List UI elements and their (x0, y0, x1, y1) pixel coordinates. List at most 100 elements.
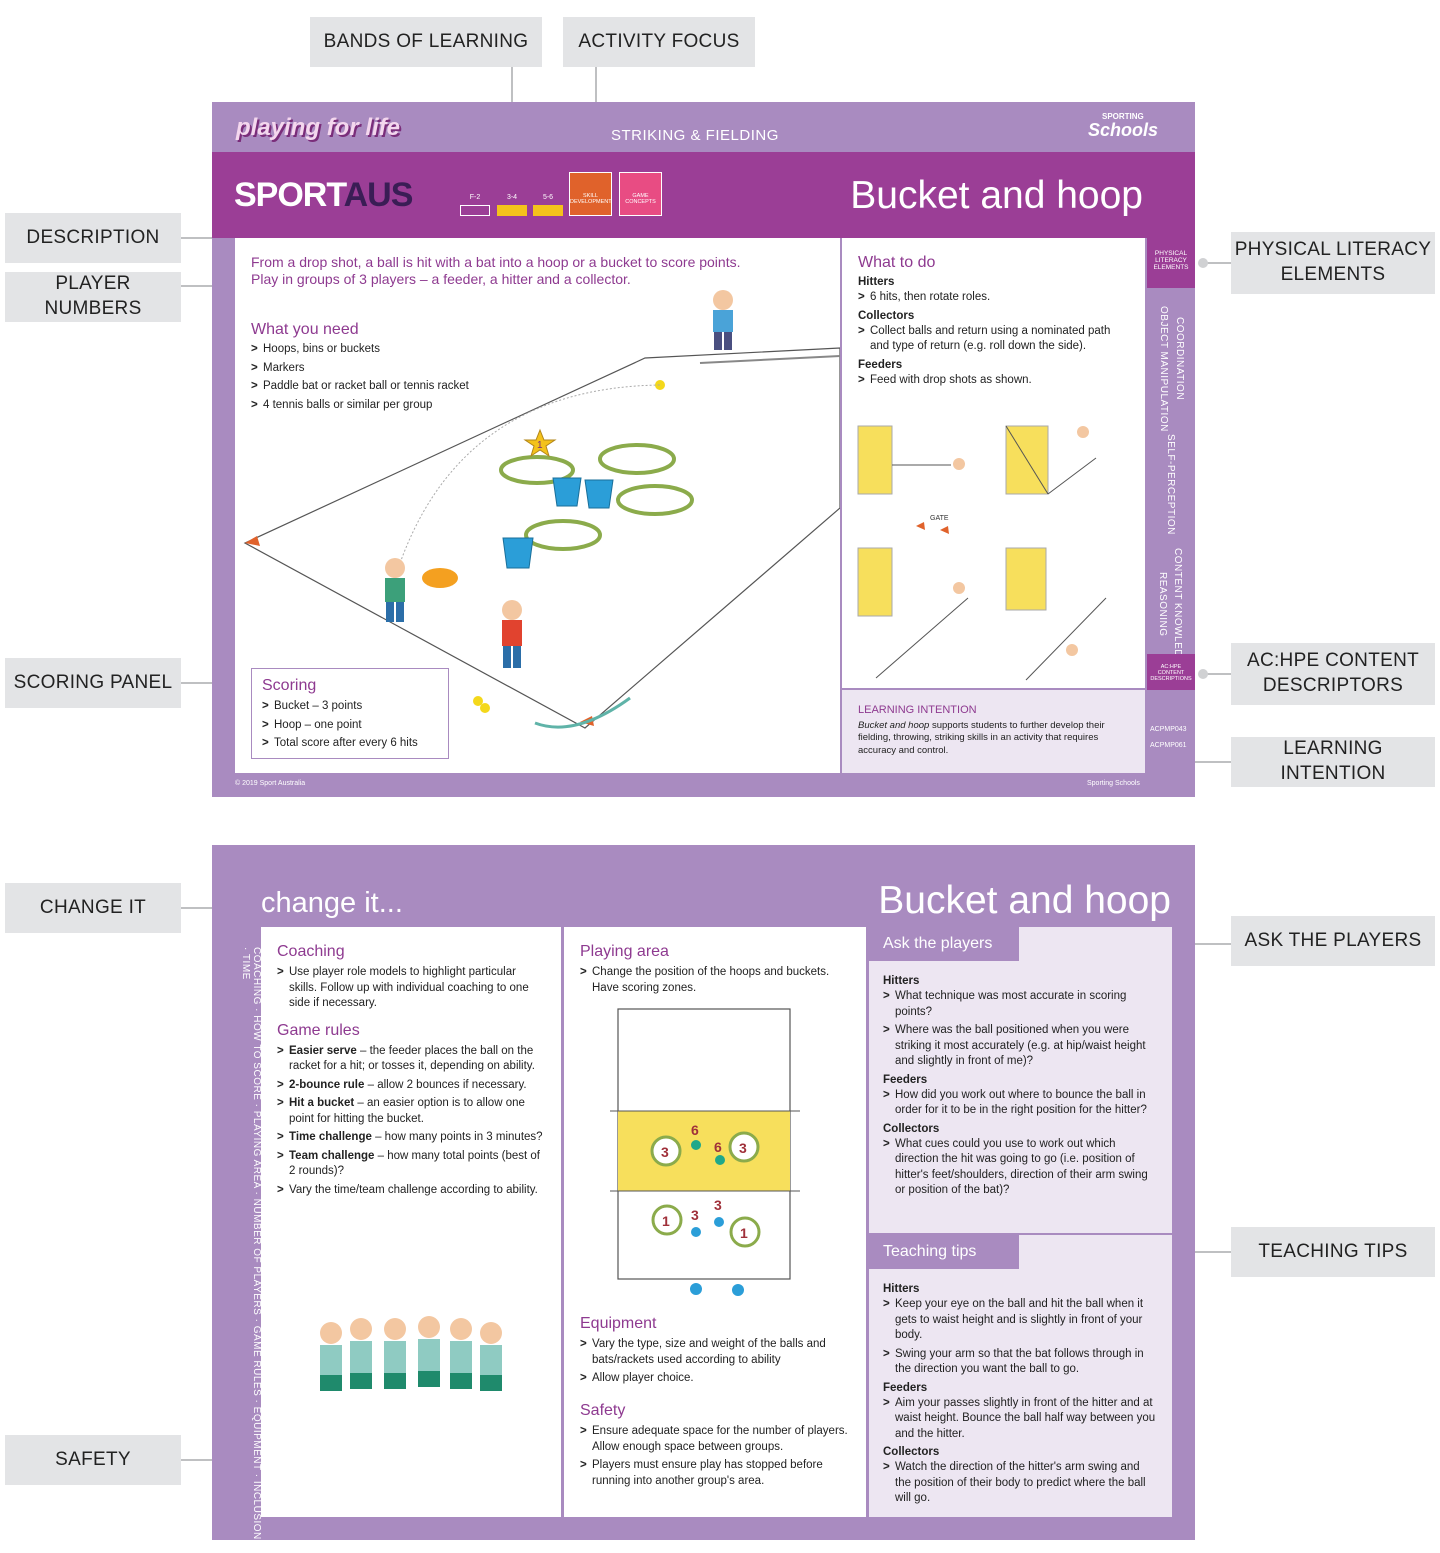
list-item: Paddle bat or racket ball or tennis rack… (251, 379, 501, 395)
zone-number: 3 (739, 1140, 747, 1156)
tips-collectors-list: Watch the direction of the hitter's arm … (883, 1460, 1158, 1507)
activity-category: STRIKING & FIELDING (611, 127, 779, 144)
footer-sporting-schools: Sporting Schools (1087, 780, 1140, 787)
rule-bold: Easier serve (289, 1044, 357, 1057)
field-outline (243, 347, 840, 729)
ask-hitters-list: What technique was most accurate in scor… (883, 989, 1158, 1070)
list-item: Markers (251, 361, 501, 377)
return-arrow-icon (534, 696, 631, 729)
teaching-tips-content: Hitters Keep your eye on the ball and hi… (869, 1269, 1172, 1520)
band-label-34: 3-4 (506, 194, 518, 201)
zone-number: 6 (714, 1139, 722, 1155)
learning-intention-em: Bucket and hoop (858, 720, 930, 731)
player-collector-body (713, 310, 733, 332)
tips-hitters-label: Hitters (883, 1283, 920, 1295)
star-number: 1 (537, 440, 543, 451)
diagram-line (1025, 597, 1107, 681)
list-item: Team challenge – how many total points (… (277, 1149, 545, 1180)
learning-intention-body: supports students to further develop the… (858, 720, 1105, 756)
figure-head (1066, 644, 1078, 656)
list-item: Hit a bucket – an easier option is to al… (277, 1096, 545, 1127)
diagram-path (1005, 425, 1049, 495)
diagram-zone (857, 547, 893, 617)
callout-change-it: CHANGE IT (5, 883, 181, 933)
list-item: Hoop – one point (262, 718, 438, 734)
safety-list: Ensure adequate space for the number of … (580, 1424, 850, 1492)
pl-content-knowledge: CONTENT KNOWLEDGE (1172, 548, 1183, 673)
players-heads (320, 1316, 502, 1344)
bucket-icon (552, 477, 582, 507)
player-hitter-leg (396, 602, 404, 622)
callout-description: DESCRIPTION (5, 213, 181, 263)
list-item: Feed with drop shots as shown. (858, 373, 1129, 389)
rule-text: – the feeder places the ball on the rack… (289, 1044, 535, 1073)
player-hitter-leg (386, 602, 394, 622)
what-you-need-list: Hoops, bins or buckets Markers Paddle ba… (251, 342, 501, 416)
ball-icon (473, 696, 483, 706)
list-item: 6 hits, then rotate roles. (858, 290, 1129, 306)
sportaus-logo: SPORTAUS (234, 176, 413, 215)
collectors-list: Collect balls and return using a nominat… (858, 324, 1129, 355)
list-item: 2-bounce rule – allow 2 bounces if neces… (277, 1078, 545, 1094)
list-item: Watch the direction of the hitter's arm … (883, 1460, 1158, 1507)
player-feeder-leg (513, 646, 521, 668)
ask-feeders-label: Feeders (883, 1073, 928, 1086)
connector-line (181, 237, 241, 239)
callout-teaching-tips: TEACHING TIPS (1231, 1227, 1435, 1277)
player-feeder-body (502, 620, 522, 646)
sporting-schools-logo: Schools (1088, 120, 1159, 140)
playing-area-column: Playing area Change the position of the … (564, 927, 866, 1517)
rule-bold: 2-bounce rule (289, 1078, 365, 1091)
drop-shot-diagrams: GATE (857, 425, 1107, 681)
list-item: Vary the time/team challenge according t… (277, 1183, 545, 1199)
player-icon (732, 1284, 744, 1296)
rule-text: – how many total points (best of 2 round… (289, 1149, 540, 1178)
diagram-line (875, 597, 969, 679)
coaching-list: Use player role models to highlight part… (277, 965, 545, 1012)
player-collector-figure (713, 290, 733, 350)
player-hitter-head (385, 558, 405, 578)
playing-area-title: Playing area (580, 943, 669, 960)
tips-feeders-label: Feeders (883, 1381, 928, 1394)
scoring-title: Scoring (262, 677, 317, 694)
sporting-small-label: SPORTING (1102, 112, 1144, 121)
rule-bold: Team challenge (289, 1149, 375, 1162)
hoop-icon (650, 1135, 682, 1167)
copyright: © 2019 Sport Australia (235, 780, 306, 787)
player-feeder-head (502, 600, 522, 620)
ask-the-players-title: Ask the players (869, 927, 1019, 961)
diagram-line (1047, 457, 1097, 495)
teaching-tips-panel: Teaching tips Hitters Keep your eye on t… (869, 1235, 1172, 1517)
player-collector-leg (724, 332, 732, 350)
coaching-title: Coaching (277, 943, 345, 960)
change-it-heading: change it... (261, 887, 403, 919)
list-item: 4 tennis balls or similar per group (251, 398, 501, 414)
list-item: Keep your eye on the ball and hit the ba… (883, 1297, 1158, 1344)
players-group-illustration (320, 1316, 502, 1391)
ask-hitters-label: Hitters (883, 975, 920, 987)
scoring-zones-diagram: 6 6 3 3 1 3 3 1 (610, 1008, 800, 1296)
playing-area-list: Change the position of the hoops and buc… (580, 965, 850, 996)
scoring-list: Bucket – 3 points Hoop – one point Total… (262, 699, 438, 752)
list-item: Change the position of the hoops and buc… (580, 965, 850, 996)
scoring-panel: Scoring Bucket – 3 points Hoop – one poi… (251, 668, 449, 759)
game-rules-title: Game rules (277, 1021, 360, 1039)
list-item: Aim your passes slightly in front of the… (883, 1396, 1158, 1443)
player-numbers: Play in groups of 3 players – a feeder, … (251, 271, 631, 287)
star-icon (523, 428, 557, 458)
rule-text: – allow 2 bounces if necessary. (364, 1078, 527, 1091)
activity-title: Bucket and hoop (850, 174, 1143, 217)
list-item: Hoops, bins or buckets (251, 342, 501, 358)
physical-literacy-header: PHYSICAL LITERACY ELEMENTS (1147, 238, 1195, 288)
players-shorts (320, 1371, 502, 1391)
list-item: Allow player choice. (580, 1371, 850, 1387)
focus-skill-development: SKILL DEVELOPMENT (569, 172, 612, 216)
list-item: Vary the type, size and weight of the ba… (580, 1337, 850, 1368)
figure-head (953, 582, 965, 594)
callout-safety: SAFETY (5, 1435, 181, 1485)
band-label-f2: F-2 (469, 194, 481, 201)
hoop-icon (729, 1216, 761, 1248)
connector-dot (1198, 669, 1208, 679)
connector-line (181, 285, 241, 287)
player-collector-leg (714, 332, 722, 350)
